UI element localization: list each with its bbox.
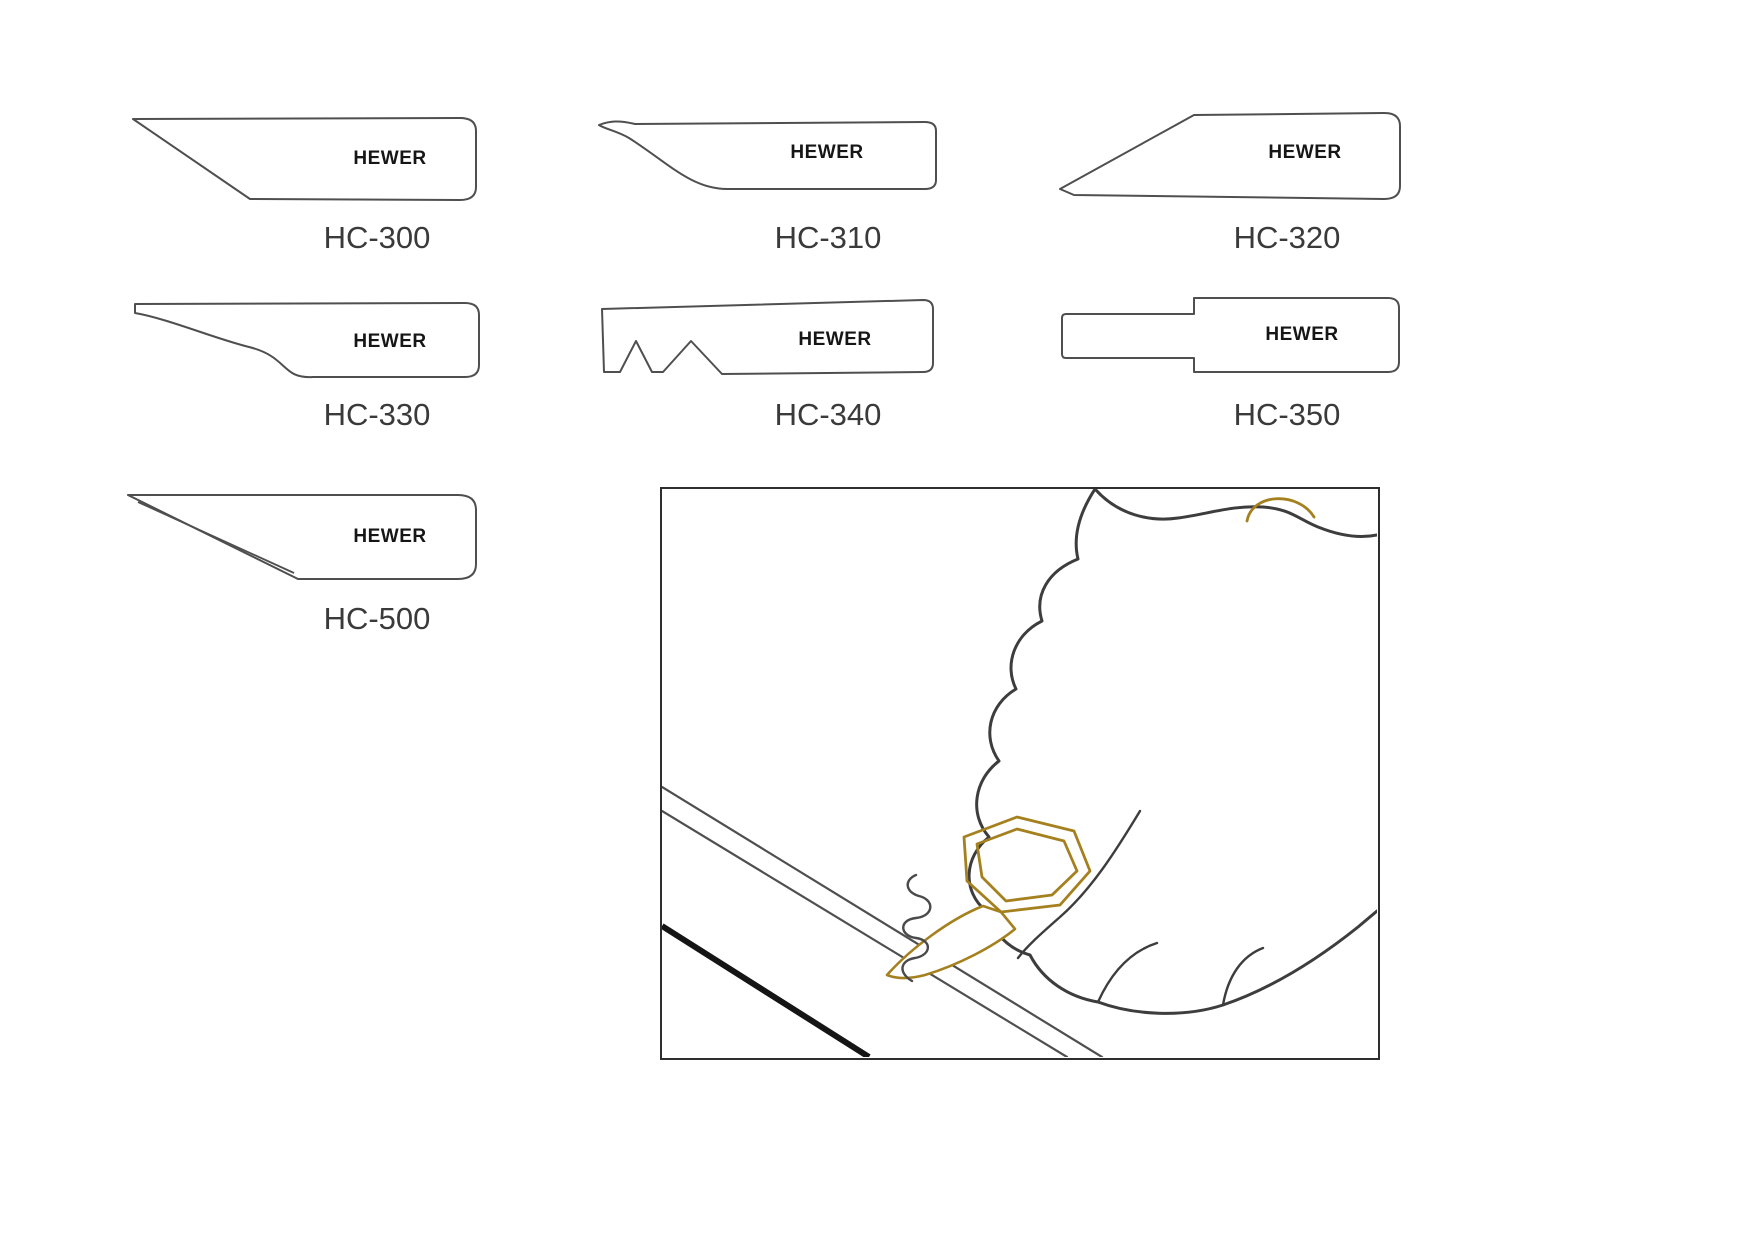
- blade-model-label: HC-320: [1233, 220, 1341, 255]
- thumb-line: [1016, 809, 1142, 960]
- finger-crease-2: [1221, 946, 1265, 1007]
- blade-hc-310-shape-icon: [598, 120, 937, 190]
- scraper-head-inner: [975, 827, 1079, 903]
- scraper-blade: [885, 904, 1017, 980]
- brand-logo: HEWER: [353, 526, 427, 547]
- blade-hc-300: HEWER HC-300: [130, 112, 482, 262]
- blade-hc-300-shape-icon: [132, 117, 477, 201]
- usage-illustration: [660, 487, 1380, 1060]
- blade-hc-330-shape-icon: [134, 302, 480, 379]
- blade-hc-500: HEWER HC-500: [124, 489, 482, 644]
- blade-hc-350-shape-icon: [1061, 297, 1400, 373]
- blade-hc-340: HEWER HC-340: [595, 295, 940, 445]
- scraper-tool: [885, 497, 1316, 980]
- brand-logo: HEWER: [353, 331, 427, 352]
- blade-model-label: HC-300: [323, 220, 431, 255]
- frame-edge-lines: [662, 785, 1104, 1057]
- blade-model-label: HC-330: [323, 397, 431, 432]
- blade-hc-500-shape-icon: [127, 494, 477, 580]
- blade-hc-310: HEWER HC-310: [595, 114, 943, 264]
- blade-hc-320: HEWER HC-320: [1056, 106, 1404, 262]
- brand-logo: HEWER: [1268, 142, 1342, 163]
- hand: [967, 489, 1377, 1015]
- blade-model-label: HC-350: [1233, 397, 1341, 432]
- brand-logo: HEWER: [790, 142, 864, 163]
- blade-hc-320-shape-icon: [1059, 112, 1401, 200]
- hand-cutting-illustration: [662, 489, 1377, 1057]
- blade-hc-330: HEWER HC-330: [133, 297, 481, 447]
- brand-logo: HEWER: [1265, 324, 1339, 345]
- frame-black-edge: [662, 923, 871, 1057]
- blade-model-label: HC-310: [774, 220, 882, 255]
- brand-logo: HEWER: [798, 329, 872, 350]
- brand-logo: HEWER: [353, 148, 427, 169]
- sealant-squiggle: [901, 873, 932, 983]
- blade-model-label: HC-340: [774, 397, 882, 432]
- finger-crease-1: [1096, 941, 1159, 1004]
- blade-model-label: HC-500: [323, 601, 431, 636]
- blade-hc-340-shape-icon: [601, 299, 934, 375]
- blade-hc-350: HEWER HC-350: [1058, 292, 1403, 442]
- scraper-head-outer: [962, 815, 1092, 914]
- scraper-handle-arc: [1245, 497, 1316, 523]
